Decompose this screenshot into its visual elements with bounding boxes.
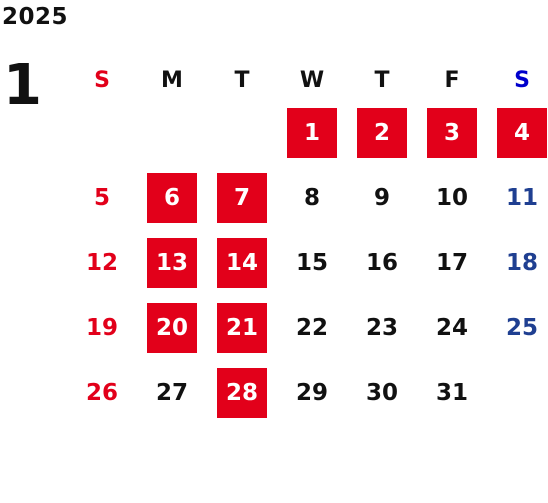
day-number: 29 — [295, 379, 328, 406]
day-cell-holiday[interactable]: 4 — [487, 100, 548, 165]
day-cell[interactable]: 26 — [67, 360, 137, 425]
calendar-month: 1 — [3, 53, 42, 118]
day-cell[interactable]: 31 — [417, 360, 487, 425]
day-cell[interactable]: 23 — [347, 295, 417, 360]
day-cell-holiday[interactable]: 21 — [207, 295, 277, 360]
day-number: 2 — [357, 107, 407, 158]
empty-cell — [137, 100, 207, 165]
day-number: 7 — [217, 172, 267, 223]
day-cell[interactable]: 15 — [277, 230, 347, 295]
day-cell[interactable]: 29 — [277, 360, 347, 425]
day-cell[interactable]: 5 — [67, 165, 137, 230]
weekday-header: T — [374, 67, 390, 93]
day-cell[interactable]: 16 — [347, 230, 417, 295]
day-number: 30 — [365, 379, 398, 406]
day-number: 21 — [217, 302, 267, 353]
day-number: 18 — [505, 249, 538, 276]
weekday-header: T — [234, 67, 250, 93]
day-number: 19 — [85, 314, 118, 341]
empty-cell — [207, 100, 277, 165]
weekday-header: S — [514, 67, 530, 93]
day-cell-holiday[interactable]: 14 — [207, 230, 277, 295]
day-cell[interactable]: 25 — [487, 295, 548, 360]
day-number: 5 — [93, 184, 110, 211]
day-number: 26 — [85, 379, 118, 406]
day-number: 6 — [147, 172, 197, 223]
day-number: 24 — [435, 314, 468, 341]
day-number: 12 — [85, 249, 118, 276]
day-cell-holiday[interactable]: 2 — [347, 100, 417, 165]
weekday-header: F — [444, 67, 460, 93]
day-number: 14 — [217, 237, 267, 288]
day-cell[interactable]: 17 — [417, 230, 487, 295]
day-cell[interactable]: 27 — [137, 360, 207, 425]
day-number: 25 — [505, 314, 538, 341]
weekday-header: M — [161, 67, 183, 93]
day-number: 28 — [217, 367, 267, 418]
day-cell-holiday[interactable]: 28 — [207, 360, 277, 425]
day-number: 23 — [365, 314, 398, 341]
weekday-header: S — [94, 67, 110, 93]
day-cell-holiday[interactable]: 6 — [137, 165, 207, 230]
day-number: 10 — [435, 184, 468, 211]
empty-cell — [67, 100, 137, 165]
day-cell-holiday[interactable]: 1 — [277, 100, 347, 165]
day-cell[interactable]: 11 — [487, 165, 548, 230]
day-number: 1 — [287, 107, 337, 158]
day-number: 11 — [505, 184, 538, 211]
day-cell[interactable]: 8 — [277, 165, 347, 230]
day-number: 9 — [373, 184, 390, 211]
weekday-header: W — [299, 67, 325, 93]
day-cell[interactable]: 24 — [417, 295, 487, 360]
calendar-year: 2025 — [2, 4, 69, 30]
day-number: 20 — [147, 302, 197, 353]
day-number: 17 — [435, 249, 468, 276]
day-cell[interactable]: 22 — [277, 295, 347, 360]
day-number: 8 — [303, 184, 320, 211]
day-cell-holiday[interactable]: 20 — [137, 295, 207, 360]
day-number: 4 — [497, 107, 547, 158]
day-cell[interactable]: 19 — [67, 295, 137, 360]
day-cell-holiday[interactable]: 13 — [137, 230, 207, 295]
day-number: 27 — [155, 379, 188, 406]
day-cell[interactable]: 12 — [67, 230, 137, 295]
day-number: 31 — [435, 379, 468, 406]
day-number: 15 — [295, 249, 328, 276]
day-cell[interactable]: 30 — [347, 360, 417, 425]
day-cell-holiday[interactable]: 7 — [207, 165, 277, 230]
day-number: 3 — [427, 107, 477, 158]
day-number: 13 — [147, 237, 197, 288]
day-cell[interactable]: 9 — [347, 165, 417, 230]
day-cell[interactable]: 10 — [417, 165, 487, 230]
day-number: 22 — [295, 314, 328, 341]
day-number: 16 — [365, 249, 398, 276]
day-cell-holiday[interactable]: 3 — [417, 100, 487, 165]
day-cell[interactable]: 18 — [487, 230, 548, 295]
